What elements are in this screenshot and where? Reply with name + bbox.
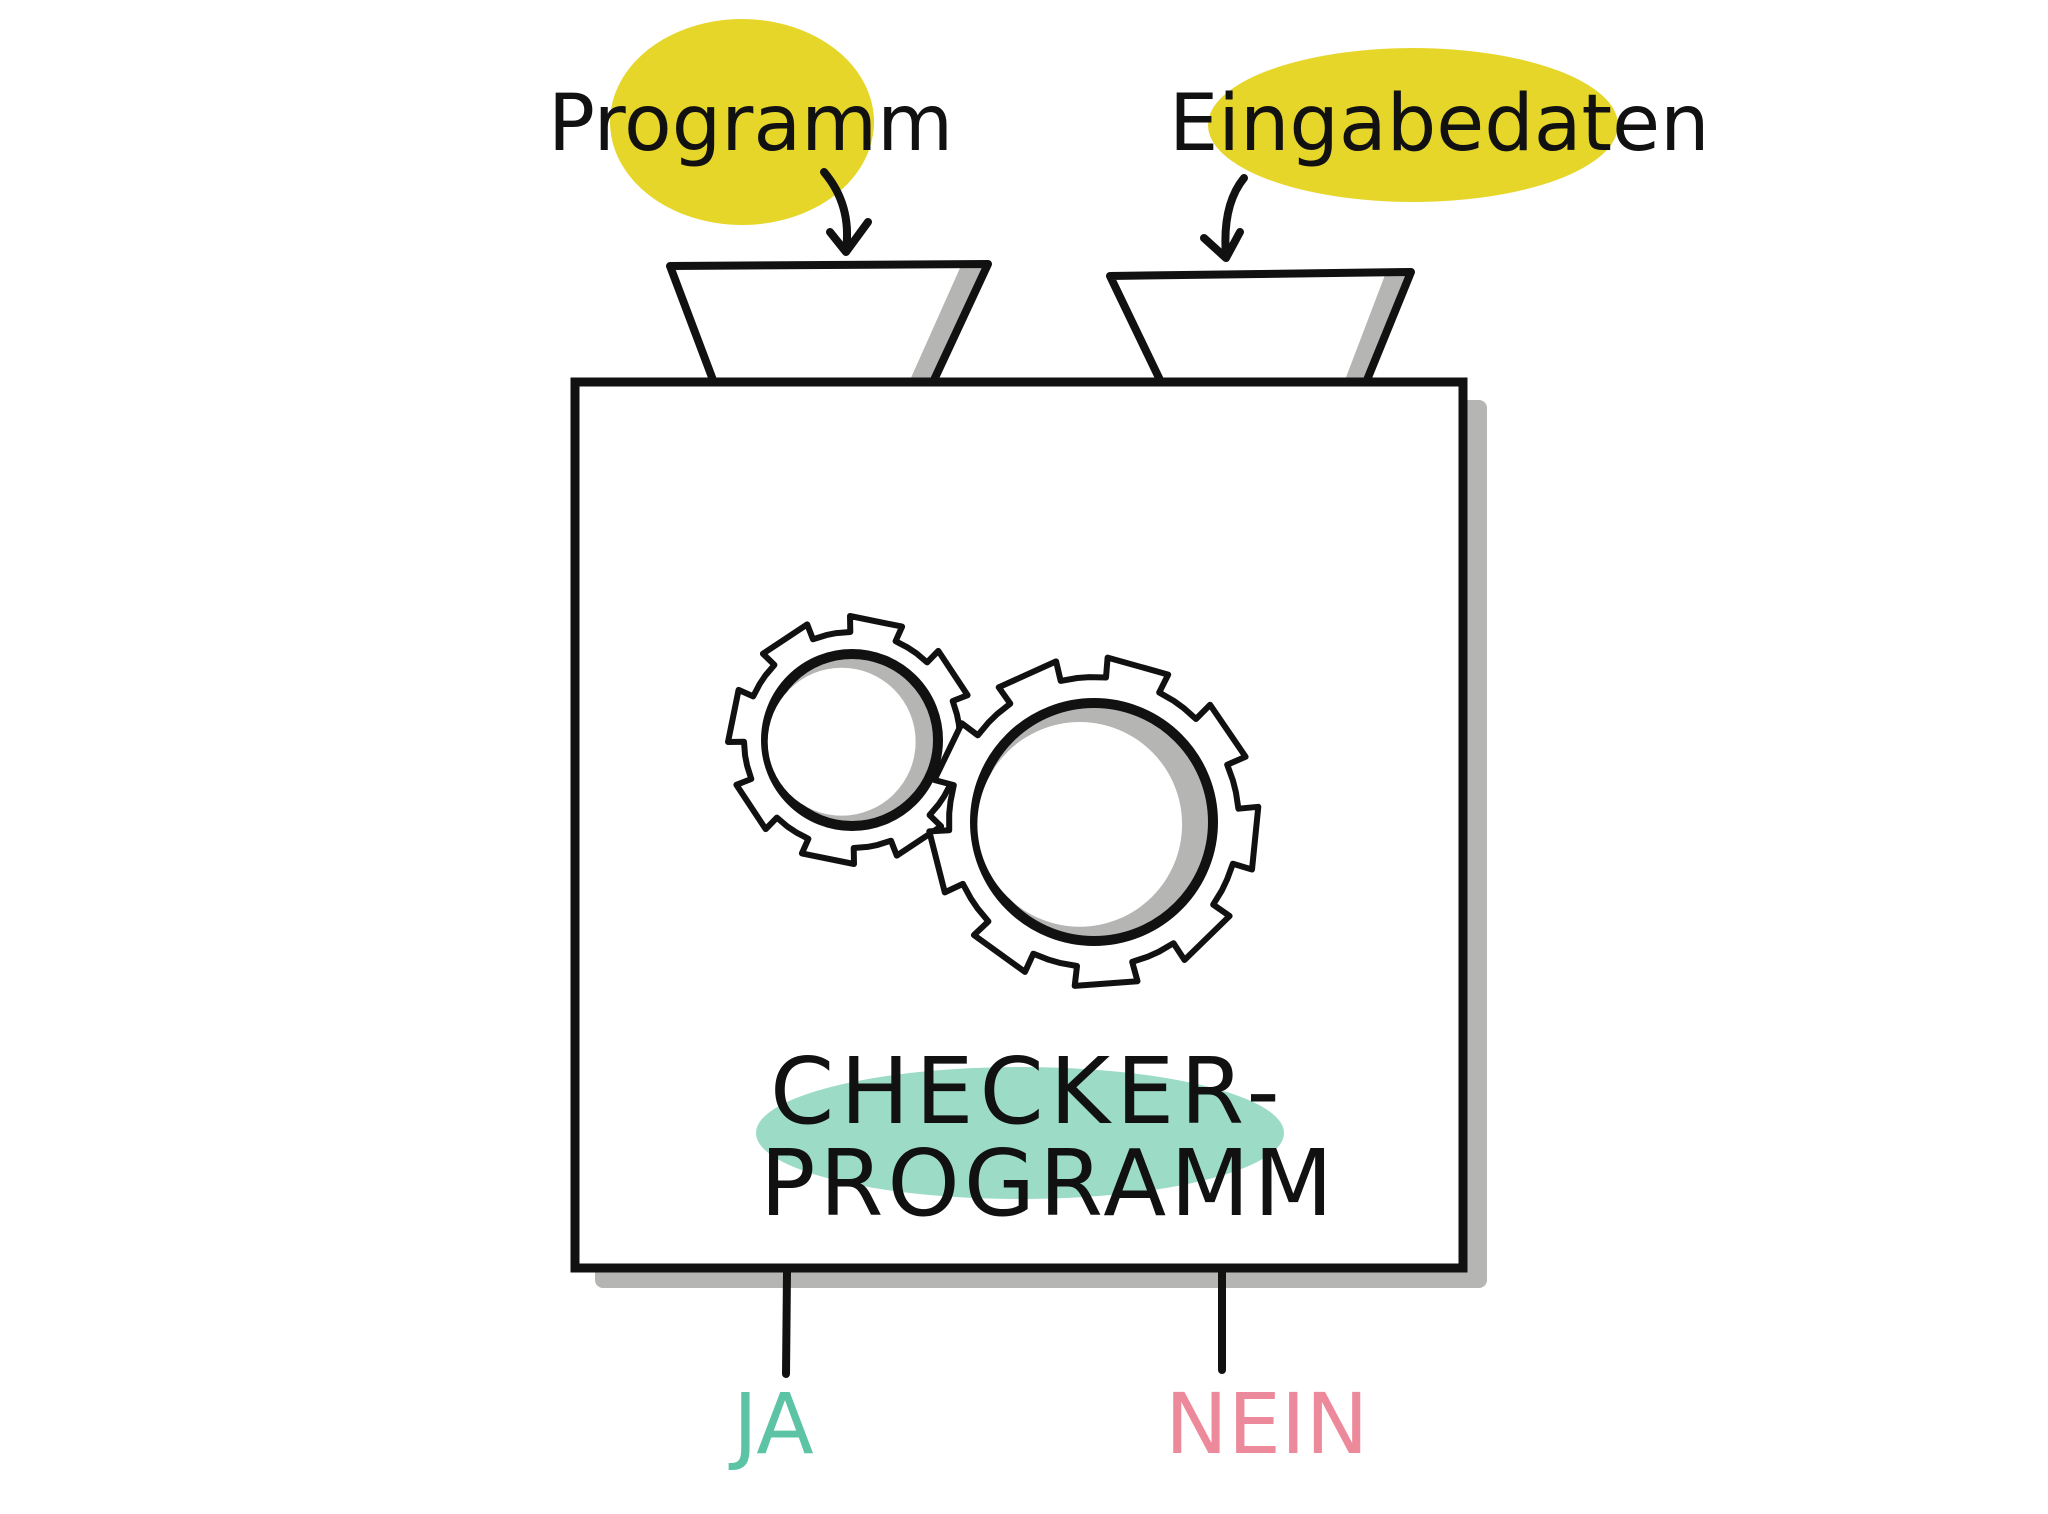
yes-output-line: [782, 1268, 791, 1378]
arrow-down-icon: [820, 168, 872, 256]
input-data-funnel: [1106, 268, 1415, 384]
checker-title-line2: PROGRAMM: [760, 1130, 1337, 1237]
input-data-label: Eingabedaten: [1169, 79, 1710, 169]
arrow-down-icon: [1200, 174, 1248, 262]
gear-icon-large: [926, 654, 1262, 989]
yes-label: JA: [728, 1375, 814, 1473]
input-data-highlight: [1208, 48, 1618, 202]
no-label: NEIN: [1165, 1375, 1369, 1473]
checker-title-line1: CHECKER-: [770, 1038, 1286, 1145]
program-label: Programm: [548, 79, 953, 169]
program-highlight: [610, 19, 874, 225]
gear-icon-small: [725, 613, 979, 867]
program-funnel: [666, 260, 992, 384]
checker-highlight: [756, 1067, 1284, 1199]
